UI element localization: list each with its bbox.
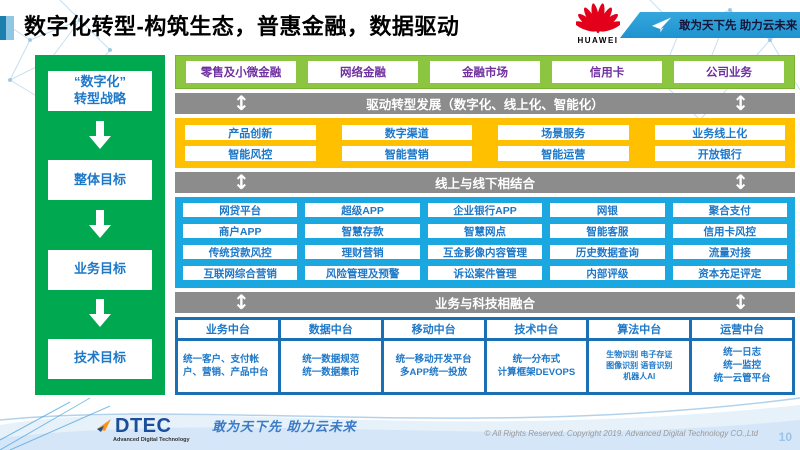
capability-box: 产品创新 <box>185 125 316 140</box>
dtec-logo: DTEC Advanced Digital Technology <box>95 416 205 443</box>
application-box: 风险管理及预警 <box>305 266 420 280</box>
capability-box: 智能风控 <box>185 146 316 161</box>
application-box: 商户APP <box>183 224 298 238</box>
application-box: 智慧存款 <box>305 224 420 238</box>
business-line-box: 网络金融 <box>308 61 418 83</box>
applications-section: 网贷平台 超级APP 企业银行APP 网银 聚合支付 商户APP 智慧存款 智慧… <box>175 197 795 288</box>
application-box: 理财营销 <box>305 245 420 259</box>
application-box: 内部评级 <box>550 266 665 280</box>
copyright-text: © All Rights Reserved. Copyright 2019. A… <box>484 429 758 438</box>
sidebar-item-strategy: “数字化” 转型战略 <box>48 71 152 111</box>
capability-box: 业务线上化 <box>654 125 785 140</box>
platform-column-business: 业务中台 统一客户、支付帐户、营销、产品中台 <box>178 320 278 392</box>
dtec-wordmark: DTEC <box>115 415 172 437</box>
paper-plane-icon <box>652 17 672 33</box>
application-box: 聚合支付 <box>672 203 787 217</box>
capabilities-section: 产品创新 数字渠道 场景服务 业务线上化 智能风控 智能营销 智能运营 开放银行 <box>175 118 795 168</box>
updown-arrow-icon: ↕ <box>732 290 749 314</box>
page-title: 数字化转型-构筑生态，普惠金融，数据驱动 <box>24 14 460 39</box>
page-number: 10 <box>778 430 792 444</box>
platform-body: 统一客户、支付帐户、营销、产品中台 <box>178 341 278 392</box>
updown-arrow-icon: ↕ <box>233 170 250 194</box>
platform-title: 运营中台 <box>692 320 792 338</box>
updown-arrow-icon: ↕ <box>233 91 250 115</box>
application-box: 网贷平台 <box>183 203 298 217</box>
platform-title: 移动中台 <box>383 320 484 338</box>
application-box: 智慧网点 <box>427 224 543 238</box>
title-accent-bar <box>0 16 14 40</box>
architecture-diagram: 零售及小微金融 网络金融 金融市场 信用卡 公司业务 ↕ 驱动转型发展（数字化、… <box>175 55 795 395</box>
down-arrow-icon <box>89 120 111 151</box>
bar-online-offline: ↕ 线上与线下相结合 ↕ <box>175 170 795 194</box>
sidebar-item-overall-goal: 整体目标 <box>48 160 152 201</box>
application-box: 诉讼案件管理 <box>427 266 543 280</box>
business-lines-row: 零售及小微金融 网络金融 金融市场 信用卡 公司业务 <box>175 55 795 89</box>
bar-online-offline-label: 线上与线下相结合 <box>434 177 535 191</box>
application-box: 互联网综合营销 <box>183 266 298 280</box>
down-arrow-icon <box>89 299 111 329</box>
application-box: 超级APP <box>305 203 420 217</box>
application-box: 历史数据查询 <box>550 245 665 259</box>
platform-column-data: 数据中台 统一数据规范 统一数据集市 <box>280 320 381 392</box>
platform-title: 数据中台 <box>280 320 381 338</box>
huawei-wordmark: HUAWEI <box>577 36 619 45</box>
bar-drive-transformation: ↕ 驱动转型发展（数字化、线上化、智能化） ↕ <box>175 91 795 115</box>
slogan-banner-text: 敢为天下先 助力云未来 <box>679 20 798 32</box>
platform-body: 统一分布式 计算框架DEVOPS <box>486 341 587 392</box>
business-line-box: 公司业务 <box>674 61 784 83</box>
down-arrow-icon <box>89 209 111 240</box>
huawei-flower-icon <box>574 3 622 33</box>
dtec-arrow-icon <box>97 419 111 432</box>
platform-column-operation: 运营中台 统一日志 统一监控 统一云管平台 <box>692 320 792 392</box>
application-box: 网银 <box>550 203 665 217</box>
platform-column-algorithm: 算法中台 生物识别 电子存证 图像识别 语音识别 机器人AI <box>589 320 690 392</box>
business-line-box: 零售及小微金融 <box>186 61 296 83</box>
business-line-box: 信用卡 <box>552 61 662 83</box>
platform-body: 生物识别 电子存证 图像识别 语音识别 机器人AI <box>589 341 690 392</box>
middle-platforms-section: 业务中台 统一客户、支付帐户、营销、产品中台 数据中台 统一数据规范 统一数据集… <box>175 317 795 395</box>
application-box: 信用卡风控 <box>672 224 787 238</box>
dtec-subtext: Advanced Digital Technology <box>113 437 190 443</box>
updown-arrow-icon: ↕ <box>732 170 749 194</box>
strategy-sidebar: “数字化” 转型战略 整体目标 业务目标 技术目标 <box>35 55 165 395</box>
capability-box: 智能运营 <box>498 146 629 161</box>
sidebar-item-tech-goal: 技术目标 <box>48 338 152 379</box>
platform-body: 统一日志 统一监控 统一云管平台 <box>692 341 792 392</box>
footer-tagline: 敢为天下先 助力云未来 <box>212 419 357 434</box>
sidebar-item-business-goal: 业务目标 <box>48 249 152 290</box>
platform-title: 技术中台 <box>486 320 587 338</box>
updown-arrow-icon: ↕ <box>732 91 749 115</box>
platform-title: 算法中台 <box>589 320 690 338</box>
application-box: 智能客服 <box>550 224 665 238</box>
bar-drive-label: 驱动转型发展（数字化、线上化、智能化） <box>366 98 604 112</box>
platform-column-mobile: 移动中台 统一移动开发平台 多APP统一投放 <box>383 320 484 392</box>
bar-tech-fusion: ↕ 业务与科技相融合 ↕ <box>175 290 795 314</box>
application-box: 企业银行APP <box>427 203 543 217</box>
huawei-logo: HUAWEI <box>574 3 622 45</box>
business-line-box: 金融市场 <box>430 61 540 83</box>
capability-box: 场景服务 <box>498 125 629 140</box>
application-box: 资本充足评定 <box>672 266 787 280</box>
capability-box: 开放银行 <box>654 146 785 161</box>
platform-body: 统一移动开发平台 多APP统一投放 <box>383 341 484 392</box>
platform-body: 统一数据规范 统一数据集市 <box>280 341 381 392</box>
bar-tech-fusion-label: 业务与科技相融合 <box>434 297 535 311</box>
platform-title: 业务中台 <box>178 320 278 338</box>
application-box: 流量对接 <box>672 245 787 259</box>
application-box: 传统贷款风控 <box>183 245 298 259</box>
capability-box: 数字渠道 <box>341 125 472 140</box>
platform-column-tech: 技术中台 统一分布式 计算框架DEVOPS <box>486 320 587 392</box>
updown-arrow-icon: ↕ <box>233 290 250 314</box>
slogan-banner: 敢为天下先 助力云未来 <box>620 12 800 38</box>
capability-box: 智能营销 <box>341 146 472 161</box>
application-box: 互金影像内容管理 <box>427 245 543 259</box>
